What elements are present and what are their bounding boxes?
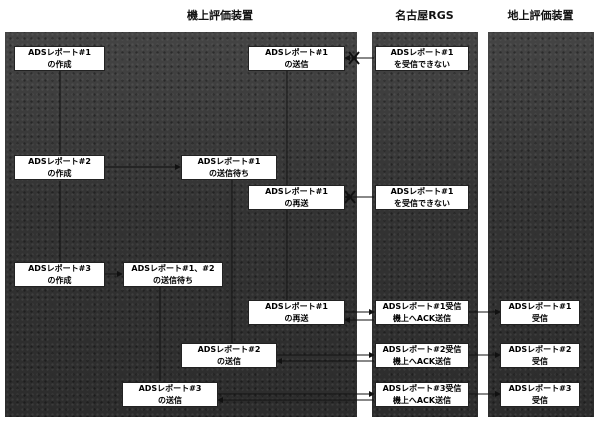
box-line: 機上へACK送信: [392, 395, 452, 405]
box-line: 受信: [532, 356, 548, 366]
box-line: 機上へACK送信: [392, 313, 452, 323]
box-line: 機上へACK送信: [392, 356, 452, 366]
box-line: の作成: [47, 59, 72, 69]
box-line: ADSレポート#1、#2: [131, 263, 215, 273]
box-send-report1: ADSレポート#1 の送信: [248, 46, 345, 71]
box-line: ADSレポート#1受信: [382, 301, 462, 311]
box-line: を受信できない: [394, 198, 450, 208]
box-line: ADSレポート#2: [197, 344, 261, 354]
box-line: 受信: [532, 313, 548, 323]
box-line: ADSレポート#1: [390, 186, 454, 196]
box-rgs-ack-report1: ADSレポート#1受信 機上へACK送信: [375, 300, 469, 325]
box-create-report3: ADSレポート#3 の作成: [14, 262, 105, 287]
box-ground-recv-report3: ADSレポート#3 受信: [500, 382, 580, 407]
box-line: ADSレポート#1: [508, 301, 572, 311]
box-send-report2: ADSレポート#2 の送信: [181, 343, 277, 368]
box-create-report2: ADSレポート#2 の作成: [14, 155, 105, 180]
box-line: ADSレポート#2: [28, 156, 91, 166]
box-resend-report1-a: ADSレポート#1 の再送: [248, 185, 345, 210]
x-mark-fail1b-b: [344, 190, 356, 204]
box-line: を受信できない: [394, 59, 450, 69]
box-ground-recv-report1: ADSレポート#1 受信: [500, 300, 580, 325]
header-onboard-evaluator: 機上評価装置: [187, 9, 253, 22]
box-ground-recv-report2: ADSレポート#2 受信: [500, 343, 580, 368]
box-line: の送信待ち: [209, 168, 249, 178]
box-line: の送信: [217, 356, 241, 366]
box-line: の送信: [158, 395, 182, 405]
box-line: の作成: [47, 168, 72, 178]
box-rgs-fail-report1-b: ADSレポート#1 を受信できない: [375, 185, 469, 210]
box-line: ADSレポート#1: [265, 301, 328, 311]
box-line: 受信: [532, 395, 548, 405]
box-line: の再送: [284, 198, 309, 208]
header-nagoya-rgs: 名古屋RGS: [395, 9, 454, 22]
box-line: ADSレポート#3: [508, 383, 572, 393]
box-wait-report1: ADSレポート#1 の送信待ち: [181, 155, 277, 180]
header-ground-evaluator: 地上評価装置: [507, 9, 574, 22]
box-line: ADSレポート#3: [138, 383, 202, 393]
box-send-report3: ADSレポート#3 の送信: [122, 382, 218, 407]
box-line: の再送: [284, 313, 309, 323]
box-line: ADSレポート#1: [265, 47, 328, 57]
box-create-report1: ADSレポート#1 の作成: [14, 46, 105, 71]
box-line: ADSレポート#3受信: [382, 383, 462, 393]
box-line: の作成: [47, 275, 72, 285]
box-line: ADSレポート#1: [265, 186, 328, 196]
box-rgs-ack-report3: ADSレポート#3受信 機上へACK送信: [375, 382, 469, 407]
box-rgs-fail-report1-a: ADSレポート#1 を受信できない: [375, 46, 469, 71]
box-line: ADSレポート#1: [197, 156, 261, 166]
box-line: の送信: [284, 59, 309, 69]
box-rgs-ack-report2: ADSレポート#2受信 機上へACK送信: [375, 343, 469, 368]
box-line: ADSレポート#1: [390, 47, 454, 57]
box-line: ADSレポート#2: [508, 344, 572, 354]
box-line: ADSレポート#3: [28, 263, 91, 273]
box-resend-report1-b: ADSレポート#1 の再送: [248, 300, 345, 325]
box-wait-report1-2: ADSレポート#1、#2 の送信待ち: [123, 262, 223, 287]
box-line: の送信待ち: [153, 275, 193, 285]
box-line: ADSレポート#1: [28, 47, 91, 57]
box-line: ADSレポート#2受信: [382, 344, 462, 354]
x-mark-fail1a-b: [348, 51, 360, 65]
